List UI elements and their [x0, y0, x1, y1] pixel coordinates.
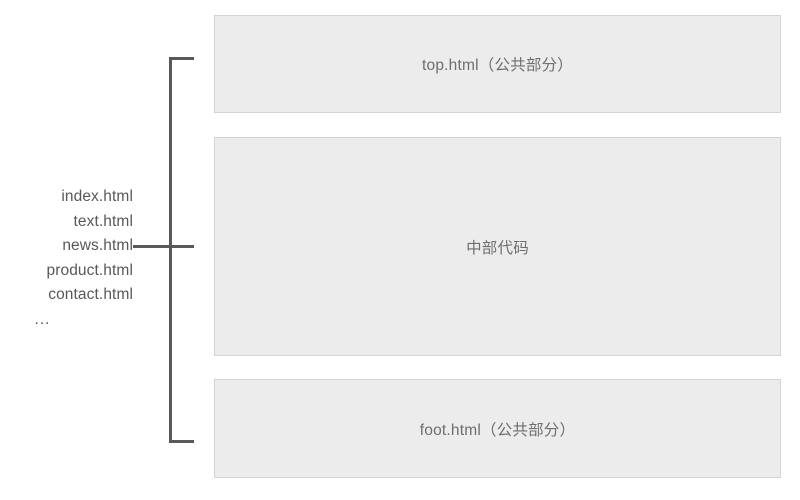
list-item: index.html — [61, 188, 133, 205]
bracket-bottom-arm — [169, 440, 194, 443]
bracket-top-arm — [169, 57, 194, 60]
list-item: news.html — [62, 237, 133, 255]
panel-top-label: top.html（公共部分） — [422, 57, 573, 74]
panel-bottom-label: foot.html（公共部分） — [419, 421, 576, 439]
bracket-vertical-spine — [169, 57, 172, 443]
panel-top-html: top.html（公共部分） — [214, 15, 781, 113]
list-item: product.html — [46, 261, 133, 279]
connector-line — [133, 245, 194, 248]
list-item: contact.html — [48, 286, 133, 304]
panel-middle-code: 中部代码 — [214, 137, 781, 356]
list-item: text.html — [73, 212, 133, 230]
list-item-ellipsis: ... — [34, 310, 51, 328]
panel-middle-label: 中部代码 — [466, 239, 529, 257]
file-list: index.html text.html news.html product.h… — [0, 185, 133, 333]
panel-foot-html: foot.html（公共部分） — [214, 379, 781, 478]
